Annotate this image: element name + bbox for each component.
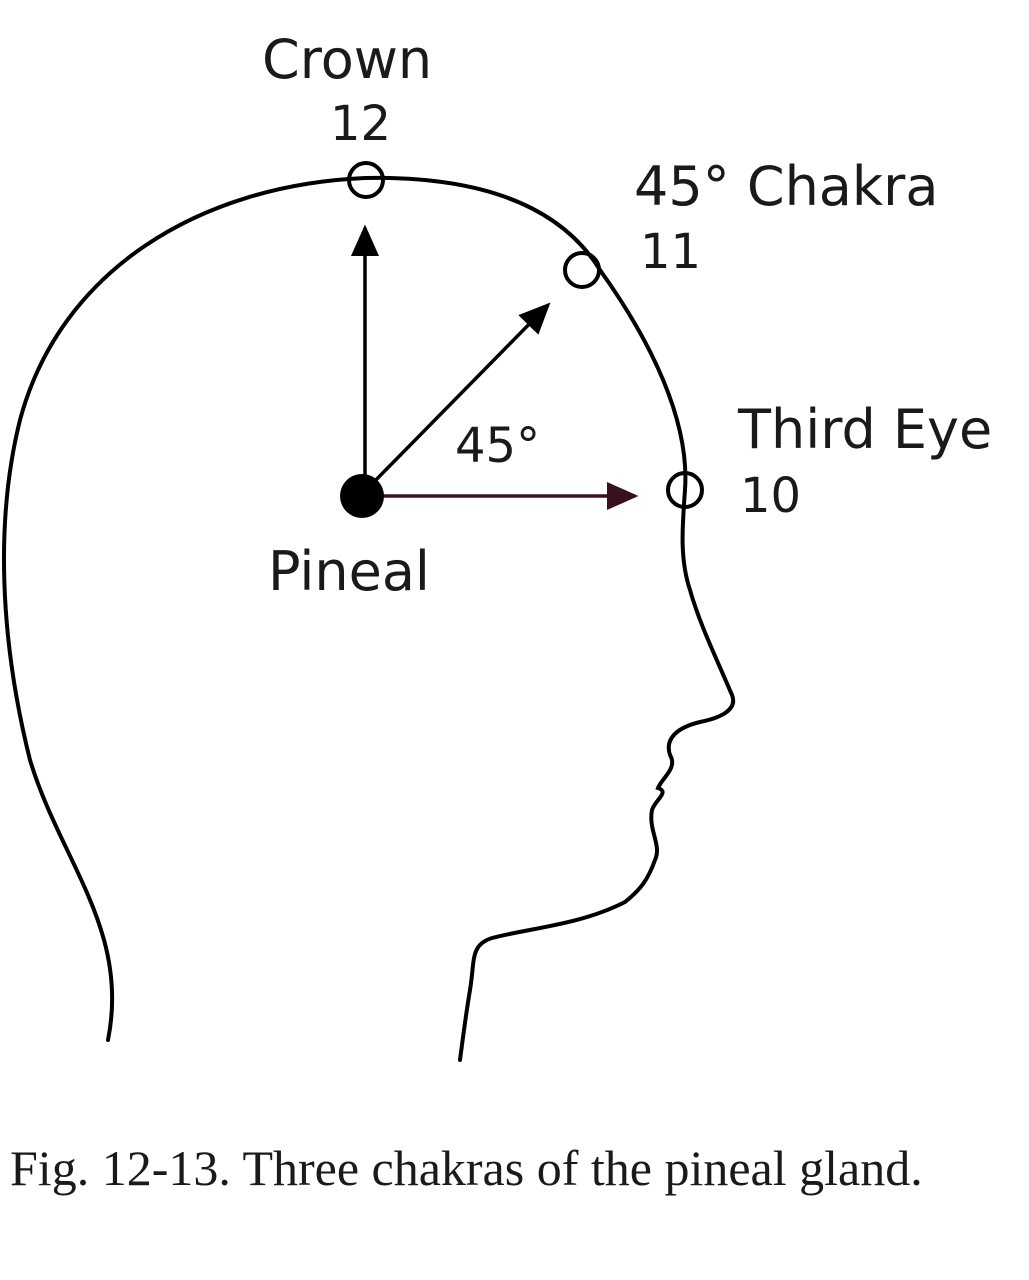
- third-eye-point: [666, 471, 704, 509]
- head-diagram: Crown 12 45° Chakra 11 Third Eye 10 45° …: [2, 28, 992, 1062]
- pineal-label: Pineal: [268, 540, 430, 603]
- arrow-to-45-chakra: [366, 302, 551, 490]
- chakra45-label: 45° Chakra: [634, 155, 938, 218]
- chakra45-point: [563, 251, 601, 289]
- figure-caption: Fig. 12-13. Three chakras of the pineal …: [10, 1140, 923, 1196]
- crown-number: 12: [330, 96, 391, 152]
- crown-label: Crown: [262, 28, 432, 91]
- third-eye-label: Third Eye: [737, 398, 992, 461]
- third-eye-number: 10: [740, 468, 801, 524]
- head-outline: [2, 175, 736, 1062]
- chakra45-number: 11: [640, 224, 701, 280]
- pineal-dot: [340, 474, 384, 518]
- angle-label: 45°: [455, 418, 540, 474]
- crown-point: [347, 161, 385, 199]
